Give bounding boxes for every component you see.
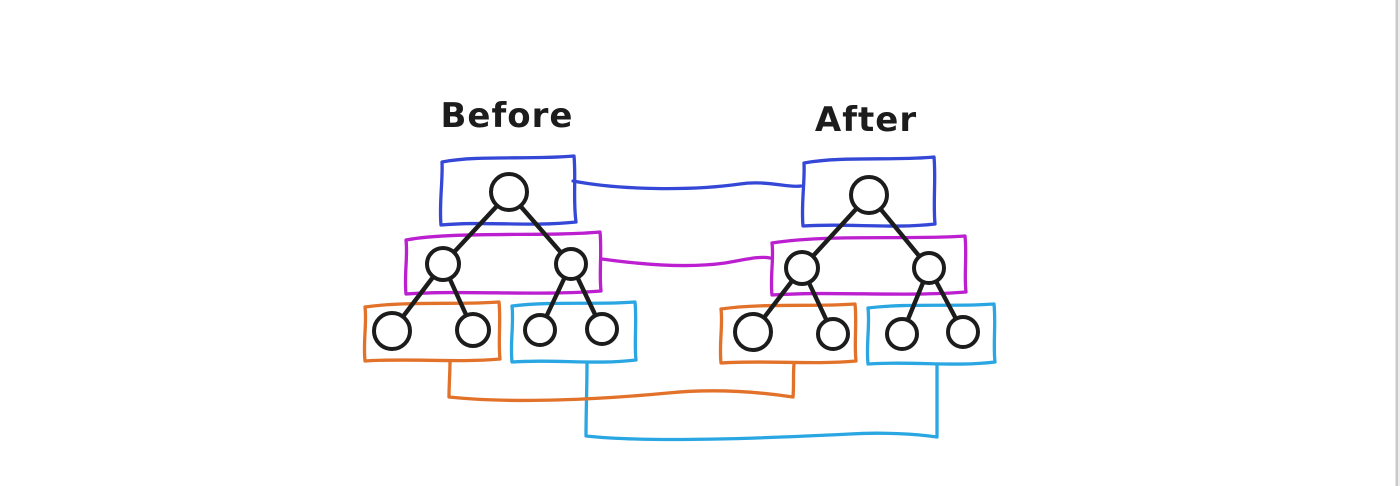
tree-node [554,247,588,281]
tree-node [733,312,773,352]
after-mid-box [769,234,968,297]
before-tree [372,172,619,351]
root-group-layer [438,154,937,228]
tree-node [885,317,919,351]
after-title: After [815,100,917,140]
before-tree-nodes [372,172,619,351]
after-tree-edges [750,192,966,337]
tree-node [425,246,461,282]
tree-node [372,311,412,351]
mid-group-layer [403,230,968,297]
right-leaves-group-layer [509,300,997,442]
tree-node [523,313,557,347]
after-tree [733,175,980,352]
tree-node [455,312,491,348]
mid-group-connector [600,255,772,268]
before-root-box [438,154,578,227]
before-right-leaves-box [509,300,638,364]
before-mid-box [403,230,603,296]
after-left-leaves-box [718,302,858,365]
tree-node [784,250,820,286]
after-tree-nodes [733,175,980,352]
after-root-box [800,155,937,228]
root-group-connector [571,179,803,191]
tree-node [946,315,980,349]
after-right-leaves-box [865,302,997,366]
tree-node [912,251,946,285]
right-edge-gutter [1398,0,1400,486]
tree-node [585,312,619,346]
left-leaves-group-layer [362,300,858,403]
tree-node [489,172,529,212]
before-tree-edges [389,190,605,334]
tree-node [849,175,889,215]
right-leaves-connector [584,361,939,442]
left-leaves-connector [447,359,796,403]
tree-ink-layer [372,172,980,352]
before-title: Before [441,96,574,136]
right-edge-divider [1395,0,1398,486]
before-left-leaves-box [362,300,502,363]
tree-node [816,317,850,351]
